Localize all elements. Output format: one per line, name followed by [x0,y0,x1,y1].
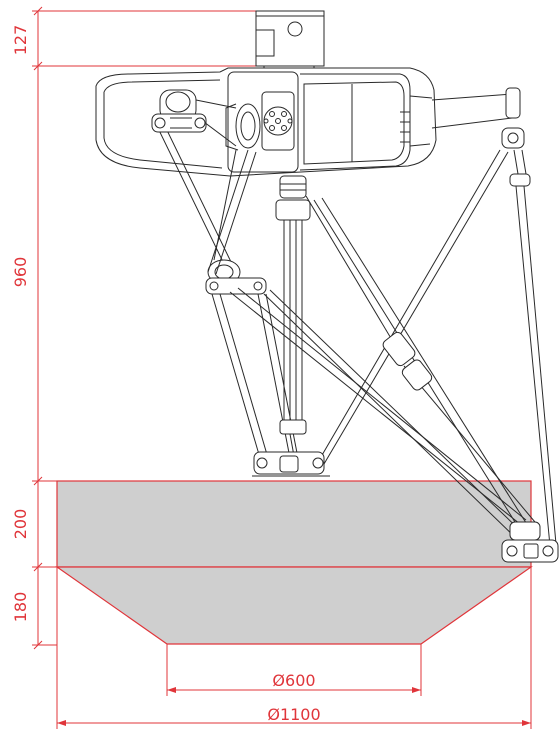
mount-bracket [255,10,325,74]
long-arms [229,195,541,543]
workspace [55,480,533,645]
end-effector-front [252,451,330,477]
workspace-cone [55,566,533,645]
left-upper-arm [151,113,233,269]
dim-label-127: 127 [11,25,30,56]
dim-label-200: 200 [11,509,30,540]
dim-label-180: 180 [11,592,30,623]
dim-label-600: Ø600 [272,671,315,690]
center-upper-arm [207,149,257,275]
dim-label-960: 960 [11,257,30,288]
end-effector-right [501,521,559,563]
right-upper-arm [317,87,557,547]
robot [95,10,559,563]
dim-label-1100: Ø1100 [267,705,320,724]
robot-housing [95,67,437,177]
spring-clamp [382,331,433,391]
telescopic-shaft [275,175,311,457]
workspace-cylinder [56,480,532,568]
dimension-lines [32,6,532,729]
